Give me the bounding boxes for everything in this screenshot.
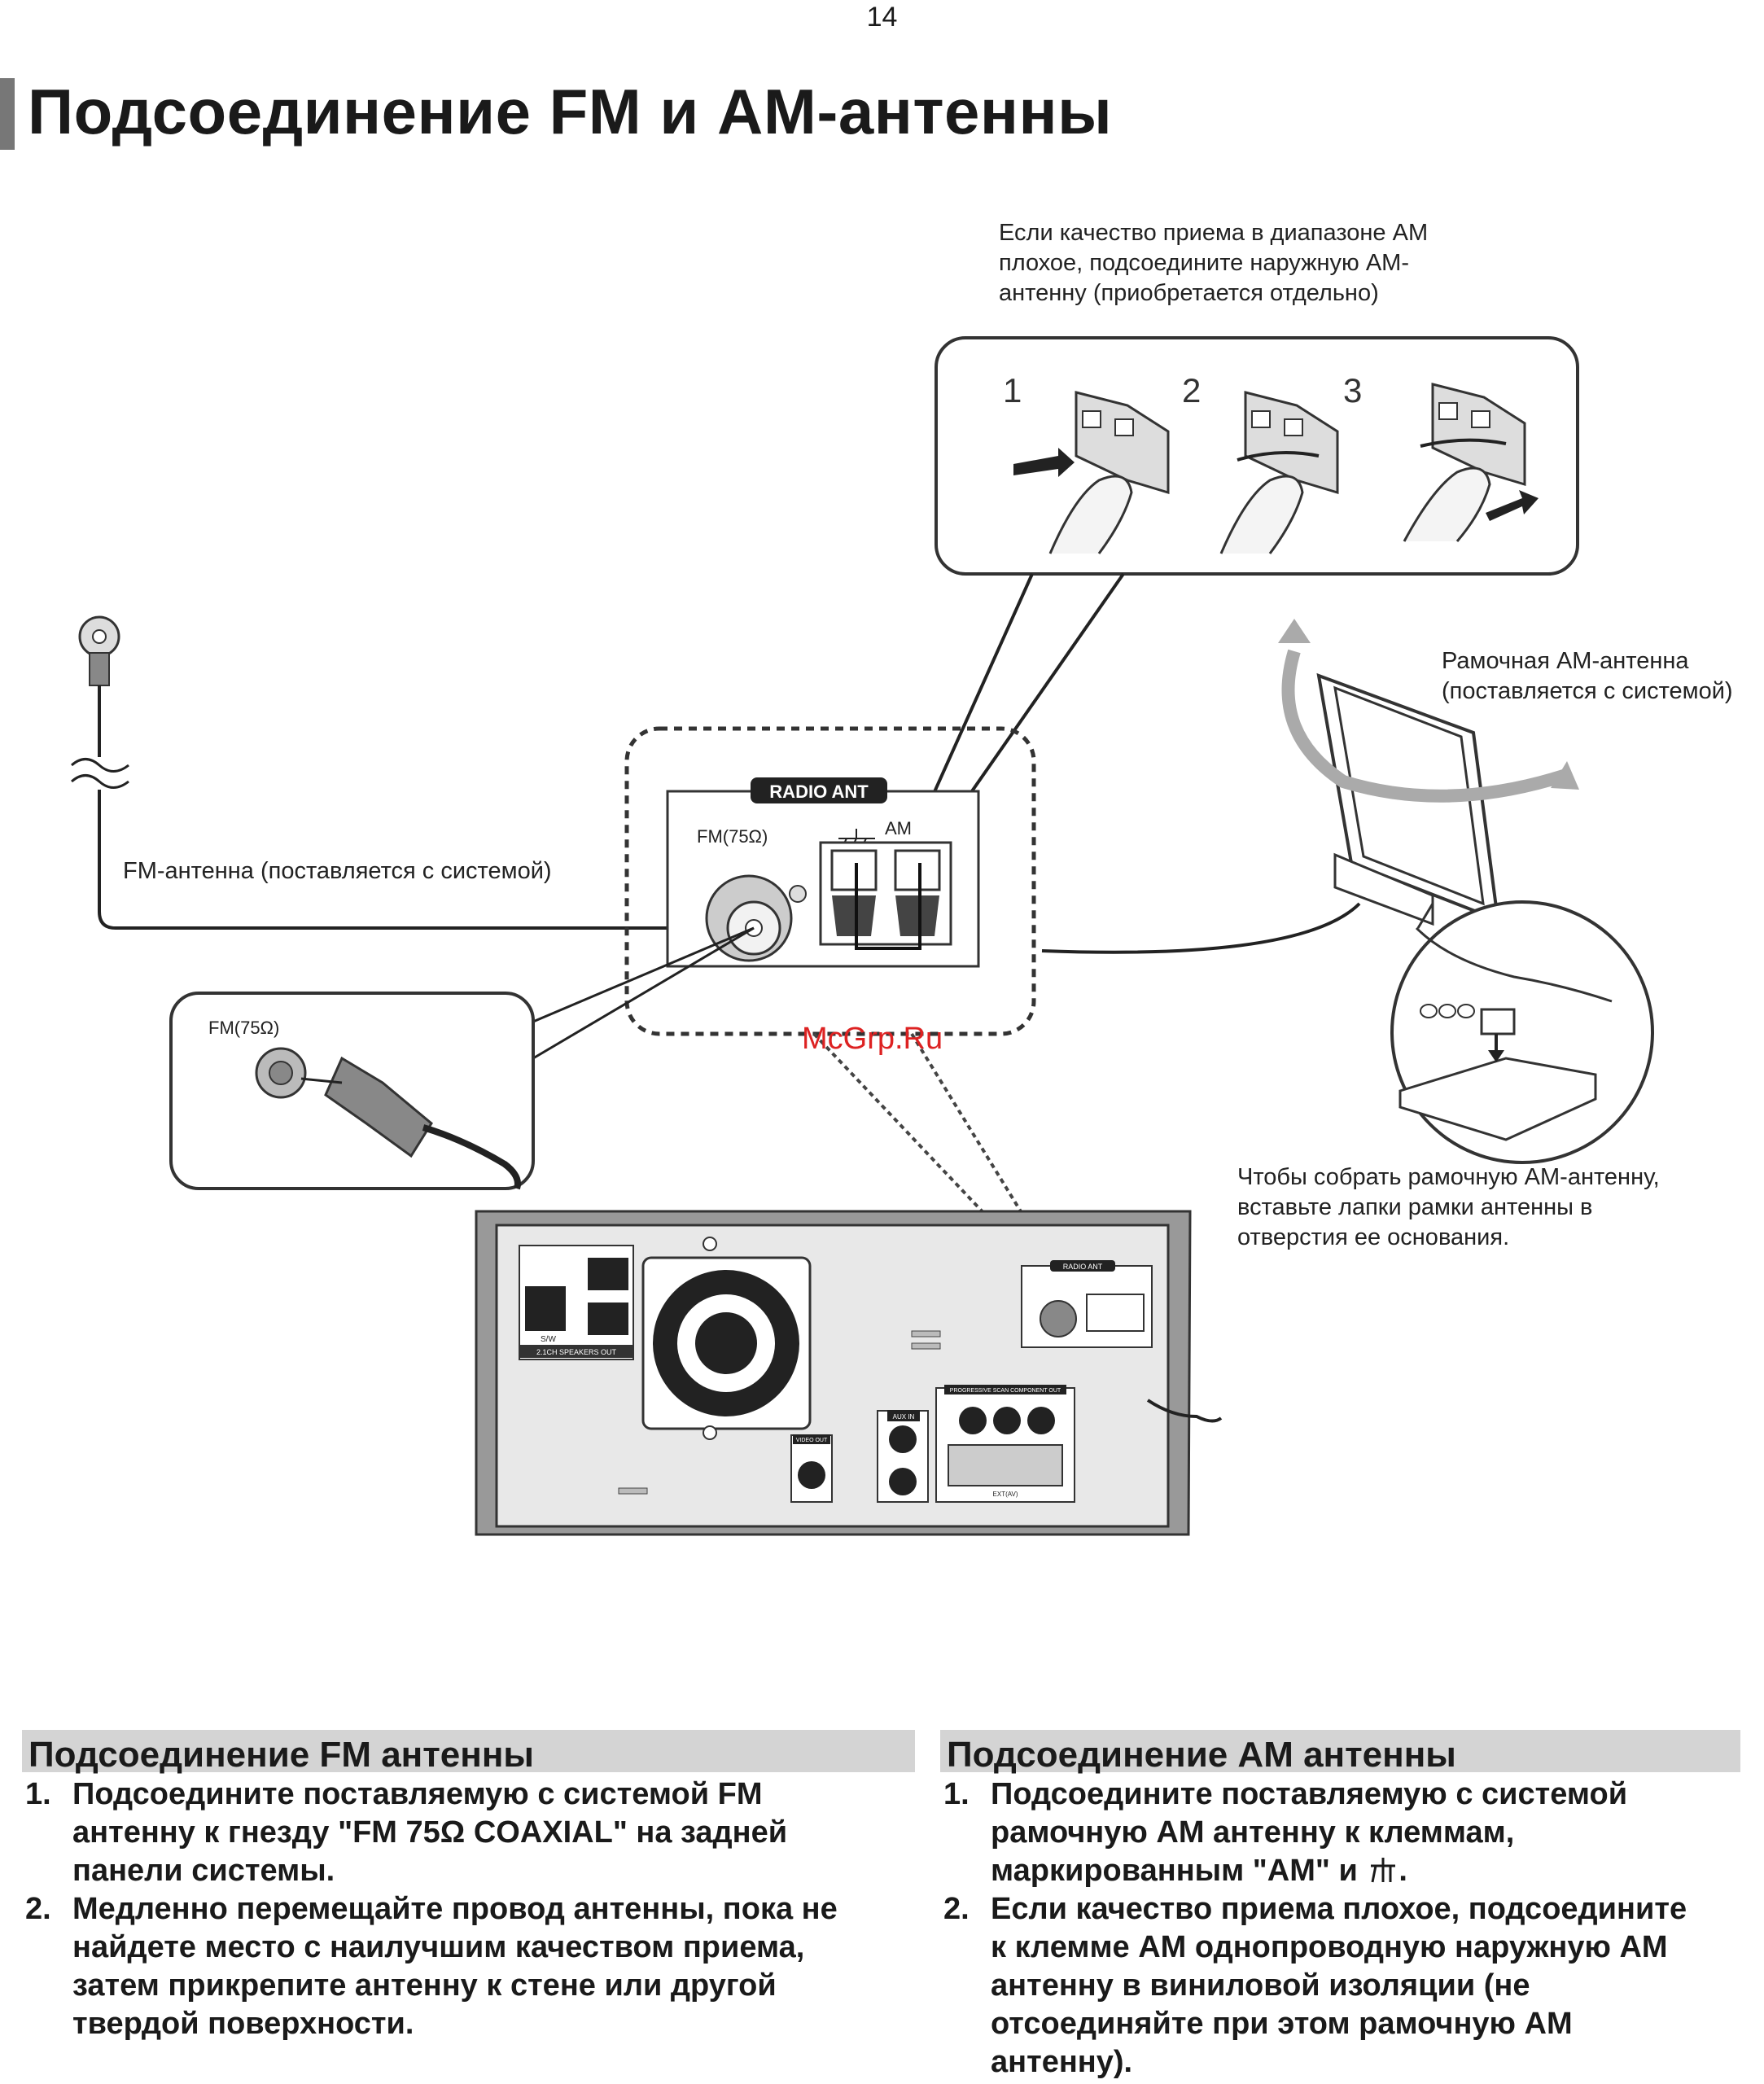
arrow-icon bbox=[1013, 448, 1075, 477]
step-line: Если качество приема плохое, подсоединит… bbox=[991, 1892, 1687, 1926]
fm-step: 2. Медленно перемещайте провод антенны, … bbox=[22, 1890, 915, 2043]
callout-loop-line: Рамочная AM-антенна bbox=[1442, 648, 1689, 674]
callout-loop-antenna: Рамочная AM-антенна (поставляется с сист… bbox=[1442, 646, 1733, 707]
am-section: Подсоединение AM антенны 1. Подсоедините… bbox=[940, 1730, 1740, 2082]
video-out-label: VIDEO OUT bbox=[796, 1438, 828, 1443]
step-number: 2. bbox=[943, 1892, 970, 1926]
step-line: затем прикрепите антенну к стене или дру… bbox=[72, 1968, 777, 2003]
callout-fm-antenna: FM-антенна (поставляется с системой) bbox=[123, 858, 552, 884]
am-section-heading: Подсоединение AM антенны bbox=[940, 1730, 1740, 1775]
ground-icon bbox=[1371, 1858, 1396, 1883]
am-label: AM bbox=[885, 818, 912, 838]
fm-plug-icon bbox=[324, 1056, 433, 1158]
step-label: 1 bbox=[1003, 371, 1022, 409]
zoom-outline bbox=[624, 726, 1036, 1036]
antenna-connection-diagram: 1 2 3 bbox=[71, 336, 1654, 1536]
sw-label: S/W bbox=[541, 1335, 556, 1344]
fm-75-label: FM(75Ω) bbox=[697, 826, 768, 847]
fm-75-label: FM(75Ω) bbox=[208, 1018, 279, 1038]
fm-step: 1. Подсоедините поставляемую с системой … bbox=[22, 1775, 915, 1890]
step-line-part: . bbox=[1399, 1854, 1407, 1888]
step-line-part: маркированным "AM" и bbox=[991, 1854, 1358, 1888]
watermark: McGrp.Ru bbox=[802, 1022, 943, 1056]
callout-assemble: Чтобы собрать рамочную AM-антенну, встав… bbox=[1237, 1162, 1660, 1253]
main-unit-rear-panel: S/W 2.1CH SPEAKERS OUT RADIO ANT AUX IN … bbox=[475, 1210, 1223, 1536]
step-line: твердой поверхности. bbox=[72, 2007, 414, 2041]
rear-radio-ant-label: RADIO ANT bbox=[1063, 1263, 1103, 1271]
step-line: антенну в виниловой изоляции (не bbox=[991, 1968, 1530, 2003]
rotate-arrow-icon bbox=[1281, 649, 1574, 803]
page-number: 14 bbox=[866, 2, 898, 33]
fm-section: Подсоединение FM антенны 1. Подсоедините… bbox=[22, 1730, 915, 2043]
radio-ant-panel: RADIO ANT FM(75Ω) AM bbox=[666, 777, 980, 968]
callout-loop-line: (поставляется с системой) bbox=[1442, 678, 1733, 704]
callout-assemble-line: отверстия ее основания. bbox=[1237, 1224, 1510, 1250]
step-number: 2. bbox=[25, 1892, 51, 1926]
step-line: найдете место с наилучшим качеством прие… bbox=[72, 1930, 805, 1964]
step-line: рамочную AM антенну к клеммам, bbox=[991, 1815, 1515, 1850]
step-line: Подсоедините поставляемую с системой FM bbox=[72, 1777, 763, 1811]
am-terminal-steps-inset: 1 2 3 bbox=[935, 336, 1579, 576]
step-label: 3 bbox=[1343, 371, 1362, 409]
step-line: антенну к гнезду "FM 75Ω COAXIAL" на зад… bbox=[72, 1815, 788, 1850]
component-out-label: PROGRESSIVE SCAN COMPONENT OUT bbox=[950, 1388, 1061, 1394]
step-line: Подсоедините поставляемую с системой bbox=[991, 1777, 1628, 1811]
callout-am-outdoor-line: Если качество приема в диапазоне AM bbox=[999, 220, 1429, 246]
am-step: 2. Если качество приема плохое, подсоеди… bbox=[940, 1890, 1740, 2082]
loop-assembly-inset bbox=[1390, 900, 1654, 1164]
title-accent-bar bbox=[0, 78, 15, 150]
wire-icon bbox=[1420, 438, 1507, 448]
am-step: 1. Подсоедините поставляемую с системой … bbox=[940, 1775, 1740, 1890]
terminal-clip-icon bbox=[1403, 383, 1539, 542]
step-line: маркированным "AM" и . bbox=[991, 1852, 1740, 1890]
fm-plug-inset: FM(75Ω) bbox=[169, 992, 535, 1190]
step-label: 2 bbox=[1182, 371, 1201, 409]
step-number: 1. bbox=[25, 1777, 51, 1811]
step-line: к клемме AM однопроводную наружную AM bbox=[991, 1930, 1668, 1964]
callout-assemble-line: Чтобы собрать рамочную AM-антенну, bbox=[1237, 1164, 1660, 1190]
aux-in-label: AUX IN bbox=[893, 1413, 915, 1421]
page-title: Подсоединение FM и AM-антенны bbox=[28, 76, 1113, 147]
step-number: 1. bbox=[943, 1777, 970, 1811]
fm-antenna-wire bbox=[71, 615, 716, 930]
callout-am-outdoor-line: антенну (приобретается отдельно) bbox=[999, 280, 1379, 306]
step-line: Медленно перемещайте провод антенны, пок… bbox=[72, 1892, 838, 1926]
terminal-clip-icon bbox=[1013, 391, 1170, 554]
step-line: отсоединяйте при этом рамочную AM bbox=[991, 2007, 1573, 2041]
loop-antenna bbox=[1041, 619, 1579, 954]
power-cord-icon bbox=[1146, 1399, 1223, 1423]
callout-am-outdoor: Если качество приема в диапазоне AM плох… bbox=[999, 218, 1428, 309]
screw-icon bbox=[789, 885, 807, 903]
step-line: антенну). bbox=[991, 2045, 1133, 2079]
radio-ant-label: RADIO ANT bbox=[769, 782, 869, 802]
step-line: панели системы. bbox=[72, 1854, 335, 1888]
arrow-icon bbox=[1486, 490, 1539, 521]
ext-av-label: EXT(AV) bbox=[993, 1491, 1018, 1498]
callout-assemble-line: вставьте лапки рамки антенны в bbox=[1237, 1194, 1593, 1220]
callout-am-outdoor-line: плохое, подсоедините наружную AM- bbox=[999, 250, 1409, 276]
speakers-out-label: 2.1CH SPEAKERS OUT bbox=[536, 1348, 617, 1356]
fm-section-heading: Подсоединение FM антенны bbox=[22, 1730, 915, 1775]
wire-icon bbox=[1237, 451, 1320, 462]
terminal-clip-icon bbox=[1219, 391, 1339, 554]
